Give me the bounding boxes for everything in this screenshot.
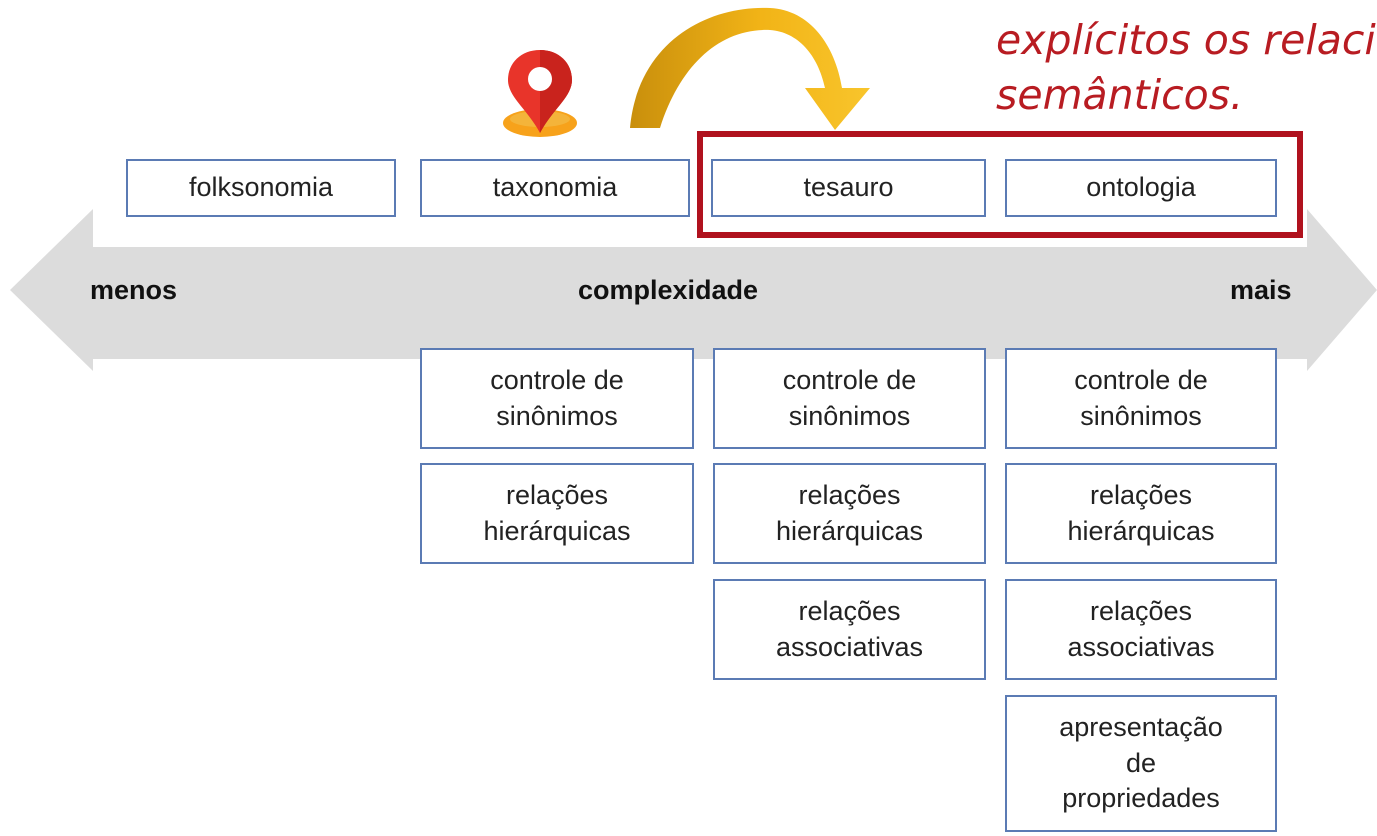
axis-label-more: mais (1230, 275, 1292, 305)
feature-box-ontologia-synonym-control: controle de sinônimos (1005, 348, 1277, 449)
curved-arrow-icon (630, 7, 870, 130)
level-box-folksonomia: folksonomia (126, 159, 396, 217)
axis-arrow-shape (10, 209, 1377, 371)
feature-box-ontologia-hierarchical-relations: relações hierárquicas (1005, 463, 1277, 564)
axis-label-less: menos (90, 275, 178, 305)
feature-box-tesauro-hierarchical-relations: relações hierárquicas (713, 463, 986, 564)
level-box-ontologia: ontologia (1005, 159, 1277, 217)
feature-box-taxonomia-hierarchical-relations: relações hierárquicas (420, 463, 694, 564)
axis-label-complexity: complexidade (578, 275, 759, 305)
feature-box-ontologia-property-presentation: apresentação de propriedades (1005, 695, 1277, 832)
feature-box-ontologia-associative-relations: relações associativas (1005, 579, 1277, 680)
annotation-line-1: explícitos os relacion (996, 16, 1377, 64)
feature-box-tesauro-synonym-control: controle de sinônimos (713, 348, 986, 449)
feature-box-taxonomia-synonym-control: controle de sinônimos (420, 348, 694, 449)
level-box-tesauro: tesauro (711, 159, 986, 217)
feature-box-tesauro-associative-relations: relações associativas (713, 579, 986, 680)
annotation-line-2: semânticos. (996, 71, 1244, 119)
location-pin-icon (503, 50, 577, 137)
level-box-taxonomia: taxonomia (420, 159, 690, 217)
complexity-axis-arrow (10, 209, 1377, 371)
highlight-frame (697, 131, 1303, 238)
